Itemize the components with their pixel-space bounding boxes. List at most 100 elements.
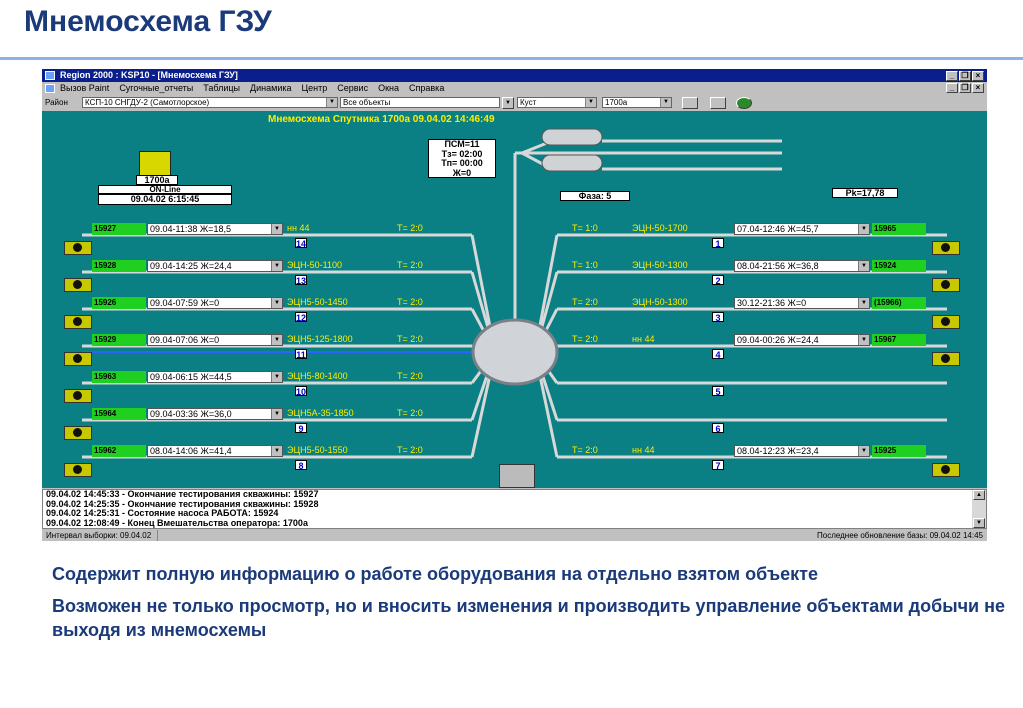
calendar-icon[interactable] — [682, 97, 698, 109]
manifold-icon[interactable] — [471, 318, 559, 386]
chevron-down-icon[interactable]: ▼ — [271, 224, 282, 234]
well-status-select[interactable]: 08.04-21:56 Ж=36,8▼ — [734, 260, 870, 272]
pump-type: ЭЦН5-50-1550 — [287, 445, 348, 455]
well-status-select[interactable]: 30.12-21:36 Ж=0 ▼ — [734, 297, 870, 309]
well-tag[interactable]: 15967 — [872, 334, 926, 346]
well-status-select[interactable]: 09.04-00:26 Ж=24,4 ▼ — [734, 334, 870, 346]
pump-icon — [64, 315, 92, 329]
well-status-value: 09.04-11:38 Ж=18,5 — [150, 224, 231, 234]
well-status-select[interactable]: 09.04-07:06 Ж=0 ▼ — [147, 334, 283, 346]
cluster-name: 1700а — [136, 175, 178, 185]
pump-type: ЭЦН-50-1300 — [632, 260, 688, 270]
menu-item[interactable]: Центр — [301, 83, 328, 93]
menu-bar: Вызов Paint Сугочные_отчеты Таблицы Динамик… — [42, 82, 987, 95]
well-tag[interactable]: (15966) — [872, 297, 926, 309]
chevron-down-icon[interactable]: ▼ — [585, 98, 596, 107]
log-scrollbar[interactable]: ▲ ▼ — [972, 490, 986, 528]
well-tag[interactable]: 15963 — [92, 371, 146, 383]
restore-icon[interactable]: ❐ — [959, 71, 971, 81]
line-number: 10 — [295, 386, 307, 397]
line-number: 13 — [295, 275, 307, 286]
pump-icon — [932, 241, 960, 255]
chevron-down-icon[interactable]: ▼ — [660, 98, 671, 107]
well-tag[interactable]: 15964 — [92, 408, 146, 420]
child-close-icon[interactable]: × — [972, 83, 984, 93]
pump-icon — [64, 463, 92, 477]
app-window: Region 2000 : KSP10 - [Мнемосхема ГЗУ] _… — [42, 69, 987, 541]
chevron-down-icon[interactable]: ▼ — [271, 298, 282, 308]
table-icon[interactable] — [710, 97, 726, 109]
menu-item[interactable]: Таблицы — [203, 83, 241, 93]
psm-line: Ж=0 — [452, 167, 472, 178]
district-select[interactable]: КСП-10 СНГДУ-2 (Самотлорское) ▼ — [82, 97, 338, 108]
objects-dropdown-icon[interactable]: ▼ — [502, 97, 514, 109]
well-status-select[interactable]: 08.04-14:06 Ж=41,4▼ — [147, 445, 283, 457]
phase-label: Фаза: 5 — [560, 191, 630, 201]
well-status-select[interactable]: 09.04-14:25 Ж=24,4▼ — [147, 260, 283, 272]
cluster-state: ON-Line — [98, 185, 232, 194]
chevron-down-icon[interactable]: ▼ — [858, 261, 869, 271]
menu-item[interactable]: Окна — [378, 83, 400, 93]
chevron-down-icon[interactable]: ▼ — [271, 372, 282, 382]
well-status-select[interactable]: 09.04-06:15 Ж=44,5 ▼ — [147, 371, 283, 383]
well-tag[interactable]: 15925 — [872, 445, 926, 457]
menu-item[interactable]: Сугочные_отчеты — [119, 83, 194, 93]
well-status-value: 09.04-00:26 Ж=24,4 — [737, 335, 819, 345]
menu-item[interactable]: Вызов Paint — [60, 83, 110, 93]
cluster-time: 09.04.02 6:15:45 — [98, 194, 232, 205]
test-time: T= 2:0 — [397, 445, 423, 455]
well-tag[interactable]: 15929 — [92, 334, 146, 346]
document-icon — [45, 84, 55, 93]
kind-select[interactable]: Куст ▼ — [517, 97, 597, 108]
pump-icon — [64, 426, 92, 440]
well-tag[interactable]: 15928 — [92, 260, 146, 272]
chevron-down-icon[interactable]: ▼ — [858, 446, 869, 456]
well-tag[interactable]: 15965 — [872, 223, 926, 235]
scroll-up-icon[interactable]: ▲ — [973, 490, 985, 500]
well-status-value: 09.04-06:15 Ж=44,5 — [150, 372, 232, 382]
pump-type: ЭЦН5-80-1400 — [287, 371, 348, 381]
well-status-select[interactable]: 09.04-11:38 Ж=18,5 ▼ — [147, 223, 283, 235]
menu-item[interactable]: Динамика — [250, 83, 292, 93]
minimize-icon[interactable]: _ — [946, 71, 958, 81]
menu-item[interactable]: Сервис — [337, 83, 369, 93]
event-log: 09.04.02 14:45:33 - Окончание тестирован… — [42, 489, 987, 529]
pump-icon — [932, 463, 960, 477]
bullet-text: Содержит полную информацию о работе обор… — [52, 564, 818, 584]
chevron-down-icon[interactable]: ▼ — [858, 335, 869, 345]
chevron-down-icon[interactable]: ▼ — [858, 224, 869, 234]
chevron-down-icon[interactable]: ▼ — [858, 298, 869, 308]
status-interval: Интервал выборки: 09.04.02 — [46, 530, 159, 541]
chevron-down-icon[interactable]: ▼ — [271, 409, 282, 419]
test-time: T= 2:0 — [397, 223, 423, 233]
well-status-value: 09.04-07:06 Ж=0 — [150, 335, 220, 345]
objects-select[interactable]: Все объекты — [340, 97, 500, 108]
chevron-down-icon[interactable]: ▼ — [271, 446, 282, 456]
well-status-select[interactable]: 07.04-12:46 Ж=45,7▼ — [734, 223, 870, 235]
well-tag[interactable]: 15926 — [92, 297, 146, 309]
district-select-value: КСП-10 СНГДУ-2 (Самотлорское) — [85, 98, 210, 107]
cluster-select[interactable]: 1700а ▼ — [602, 97, 672, 108]
well-tag[interactable]: 15927 — [92, 223, 146, 235]
line-number: 6 — [712, 423, 724, 434]
well-status-select[interactable]: 08.04-12:23 Ж=23,4 ▼ — [734, 445, 870, 457]
well-status-select[interactable]: 09.04-07:59 Ж=0▼ — [147, 297, 283, 309]
globe-icon[interactable] — [736, 97, 752, 109]
well-tag[interactable]: 15924 — [872, 260, 926, 272]
child-restore-icon[interactable]: ❐ — [959, 83, 971, 93]
chevron-down-icon[interactable]: ▼ — [271, 261, 282, 271]
status-last-update: Последнее обновление базы: 09.04.02 14:4… — [817, 531, 983, 540]
pump-type: ЭЦН5-50-1450 — [287, 297, 348, 307]
child-minimize-icon[interactable]: _ — [946, 83, 958, 93]
close-icon[interactable]: × — [972, 71, 984, 81]
well-status-value: 08.04-12:23 Ж=23,4 — [737, 446, 819, 456]
psm-line: Тз= 02:00 — [441, 148, 483, 159]
chevron-down-icon[interactable]: ▼ — [326, 98, 337, 107]
well-status-select[interactable]: 09.04-03:36 Ж=36,0▼ — [147, 408, 283, 420]
well-tag[interactable]: 15962 — [92, 445, 146, 457]
chevron-down-icon[interactable]: ▼ — [271, 335, 282, 345]
scroll-down-icon[interactable]: ▼ — [973, 518, 985, 528]
controller-icon — [139, 151, 171, 177]
well-status-value: 30.12-21:36 Ж=0 — [737, 298, 807, 308]
menu-item[interactable]: Справка — [409, 83, 445, 93]
